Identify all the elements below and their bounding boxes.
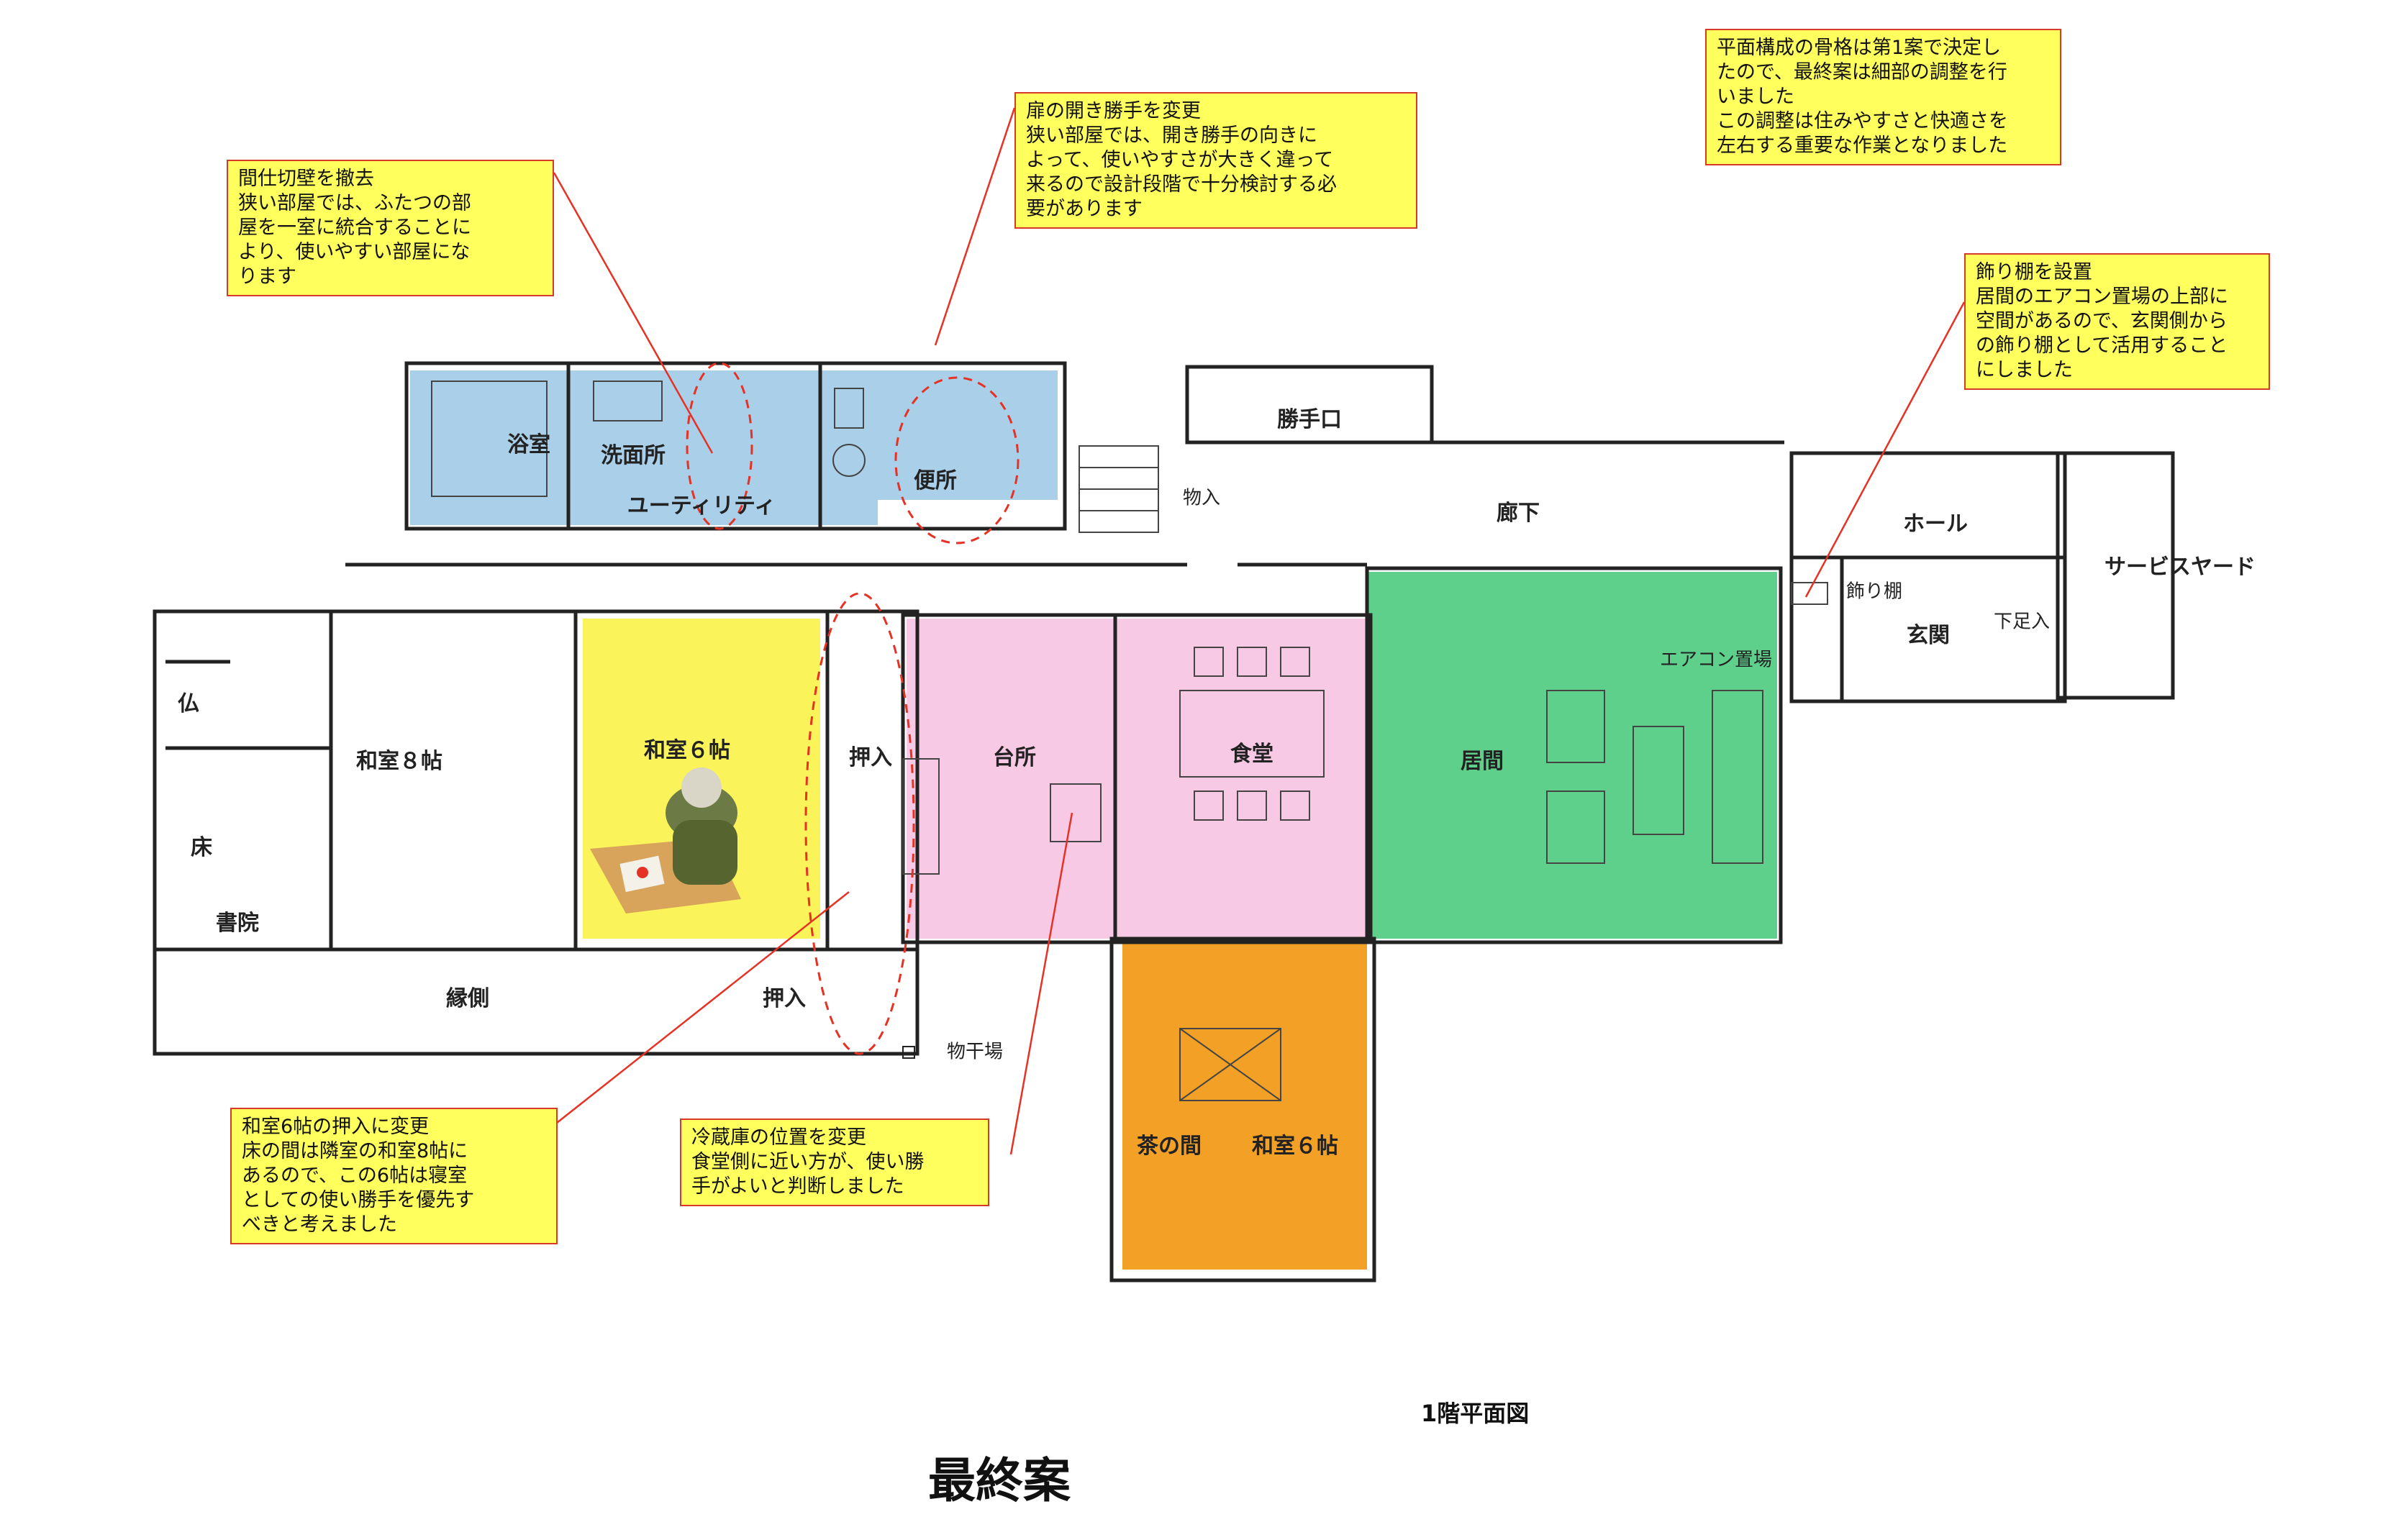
- note-door: 扉の開き勝手を変更 狭い部屋では、開き勝手の向きに よって、使いやすさが大きく違…: [1014, 92, 1417, 229]
- note-fridge: 冷蔵庫の位置を変更 食堂側に近い方が、使い勝 手がよいと判断しました: [680, 1118, 989, 1206]
- leader-shelf: [1804, 301, 1966, 598]
- leader-closet: [539, 891, 850, 1137]
- room-corridor-label: 廊下: [1497, 501, 1540, 526]
- room-service-yard-label: サービスヤード: [2104, 555, 2256, 580]
- highlight-partition: [686, 362, 753, 530]
- fill-kitchen: [907, 619, 1367, 939]
- leader-door: [934, 107, 1016, 346]
- room-kitchen-label: 台所: [993, 745, 1036, 770]
- leader-partition: [553, 172, 714, 454]
- floor-label: 1階平面図: [1421, 1400, 1530, 1427]
- leader-fridge: [1009, 812, 1073, 1155]
- room-washitsu6b-label: 和室６帖: [1252, 1134, 1338, 1159]
- room-engawa-label: 縁側: [446, 986, 489, 1011]
- room-washitsu6-label: 和室６帖: [644, 738, 730, 763]
- person-figure: [590, 767, 741, 913]
- room-oshiire2-label: 押入: [763, 986, 806, 1011]
- fill-chanoma: [1122, 939, 1367, 1270]
- note-closet: 和室6帖の押入に変更 床の間は隣室の和室8帖に あるので、この6帖は寝室 として…: [230, 1108, 558, 1244]
- room-butsu-label: 仏: [178, 691, 199, 716]
- room-living-label: 居間: [1461, 749, 1504, 774]
- note-partition: 間仕切壁を撤去 狭い部屋では、ふたつの部 屋を一室に統合することに より、使いや…: [227, 160, 554, 296]
- room-tokonoma-label: 床: [191, 835, 212, 860]
- room-chanoma-label: 茶の間: [1137, 1134, 1202, 1159]
- page-title: 最終案: [928, 1453, 1071, 1508]
- room-oshiire-label: 押入: [849, 745, 892, 770]
- room-bath-label: 浴室: [507, 432, 550, 457]
- room-storage-label: 物入: [1182, 487, 1221, 509]
- room-toilet-label: 便所: [914, 468, 957, 493]
- room-washitsu8-label: 和室８帖: [356, 749, 442, 774]
- note-shelf: 飾り棚を設置 居間のエアコン置場の上部に 空間があるので、玄関側から の飾り棚と…: [1964, 253, 2270, 390]
- room-entrance-label: 玄関: [1907, 623, 1950, 648]
- room-shoe-label: 下足入: [1993, 611, 2051, 633]
- note-top-right: 平面構成の骨格は第1案で決定し たので、最終案は細部の調整を行 いました この調…: [1705, 29, 2061, 165]
- fill-living: [1367, 572, 1777, 939]
- highlight-closet: [804, 592, 915, 1055]
- room-hall-label: ホール: [1903, 511, 1968, 537]
- room-utility-label: ユーティリティ: [627, 493, 776, 519]
- room-shelf-label: 飾り棚: [1845, 580, 1903, 603]
- room-drying-label: 物干場: [946, 1041, 1004, 1063]
- room-dining-label: 食堂: [1230, 742, 1273, 767]
- highlight-door: [894, 376, 1020, 545]
- room-aircon-label: エアコン置場: [1659, 649, 1773, 671]
- room-backdoor-label: 勝手口: [1277, 407, 1342, 432]
- room-shoin-label: 書院: [216, 911, 259, 936]
- room-washroom-label: 洗面所: [601, 443, 666, 468]
- fill-utility-bottom: [410, 453, 878, 525]
